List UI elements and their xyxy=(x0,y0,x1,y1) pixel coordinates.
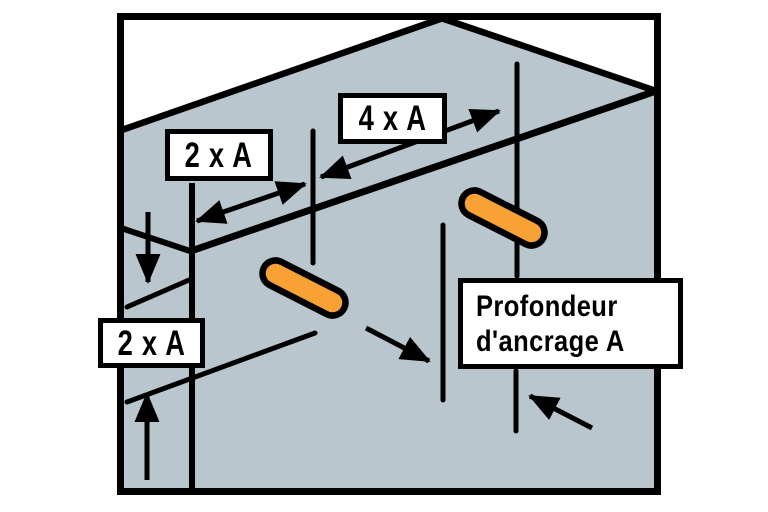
measurement-arrows xyxy=(134,108,594,480)
block-back-right-edge xyxy=(439,14,661,96)
block-back-left-edge xyxy=(117,14,445,135)
label-spacing-2a: 2 x A xyxy=(165,129,273,181)
label-spacing-4a: 4 x A xyxy=(338,93,447,144)
label-edge-distance-2a-text: 2 x A xyxy=(117,323,186,363)
label-spacing-2a-text: 2 x A xyxy=(184,135,254,175)
depth-pointer-arrow-left xyxy=(364,325,431,364)
label-anchor-depth-line1: Profondeur xyxy=(476,289,618,323)
edge-mark-lower-line xyxy=(124,330,318,405)
anchor-dowel-left xyxy=(259,257,349,319)
label-edge-distance-2a: 2 x A xyxy=(98,318,205,368)
depth-pointer-arrow-right xyxy=(528,393,594,431)
anchor-dowel-right xyxy=(458,187,548,249)
edge-mark-upper-line xyxy=(124,277,192,310)
spacing-4a-double-arrow xyxy=(319,108,501,180)
label-anchor-depth: Profondeur d'ancrage A xyxy=(458,278,683,369)
label-spacing-4a-text: 4 x A xyxy=(358,99,427,138)
block-left-top-edge xyxy=(117,224,194,255)
diagram-frame xyxy=(117,13,661,495)
anchor-dowels xyxy=(259,187,548,319)
spacing-2a-double-arrow xyxy=(195,181,307,224)
label-anchor-depth-text: Profondeur d'ancrage A xyxy=(476,289,625,359)
label-anchor-depth-line2: d'ancrage A xyxy=(476,324,625,358)
